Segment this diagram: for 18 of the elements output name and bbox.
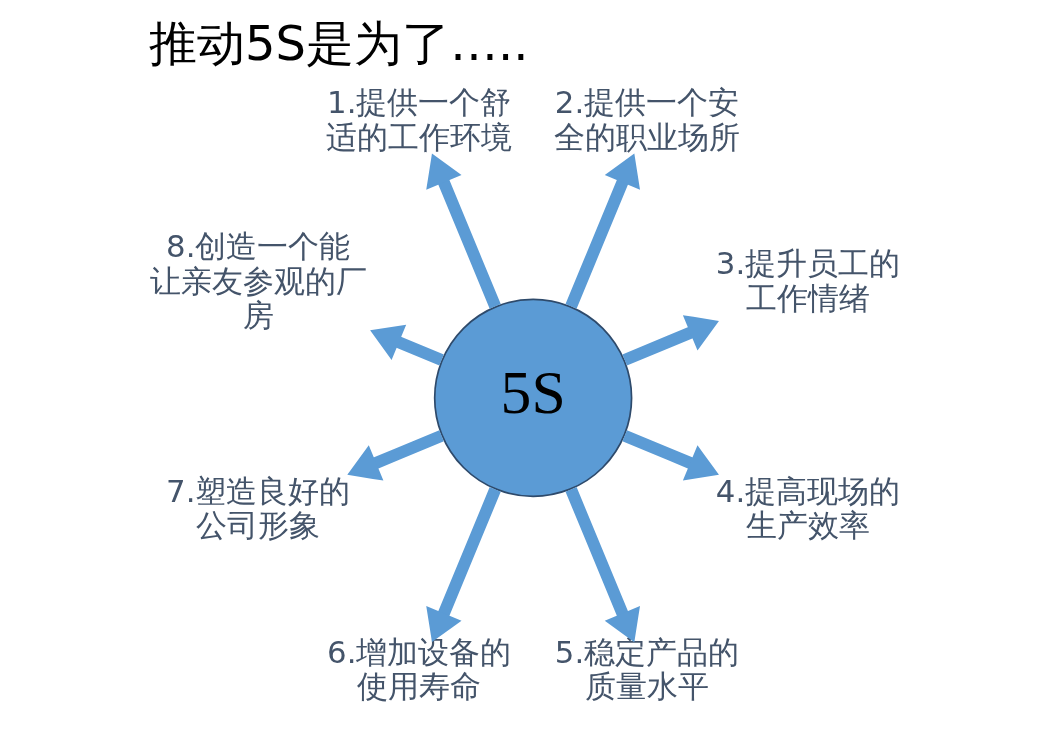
arrow [622, 315, 719, 366]
arrow [565, 153, 640, 309]
node-text: 2.提供一个安全的职业场所 [554, 84, 740, 155]
arrow [347, 430, 444, 481]
node-text: 5.稳定产品的质量水平 [554, 634, 740, 705]
node-circle: 5S [433, 298, 633, 498]
node-text: 1.提供一个舒适的工作环境 [326, 84, 513, 155]
node-text: 7.塑造良好的公司形象 [166, 473, 351, 544]
node-text: 3.提升员工的工作情绪 [715, 245, 901, 316]
diagram-title: 推动5S是为了….. [149, 16, 529, 72]
node-text: 6.增加设备的使用寿命 [327, 634, 512, 705]
arrow [370, 324, 444, 366]
arrow [426, 487, 501, 643]
arrow [426, 153, 501, 309]
node-text: 8.创造一个能让亲友参观的厂房 [149, 228, 367, 333]
node-text: 4.提高现场的生产效率 [715, 473, 901, 544]
arrow [622, 430, 719, 481]
arrow [565, 487, 640, 643]
